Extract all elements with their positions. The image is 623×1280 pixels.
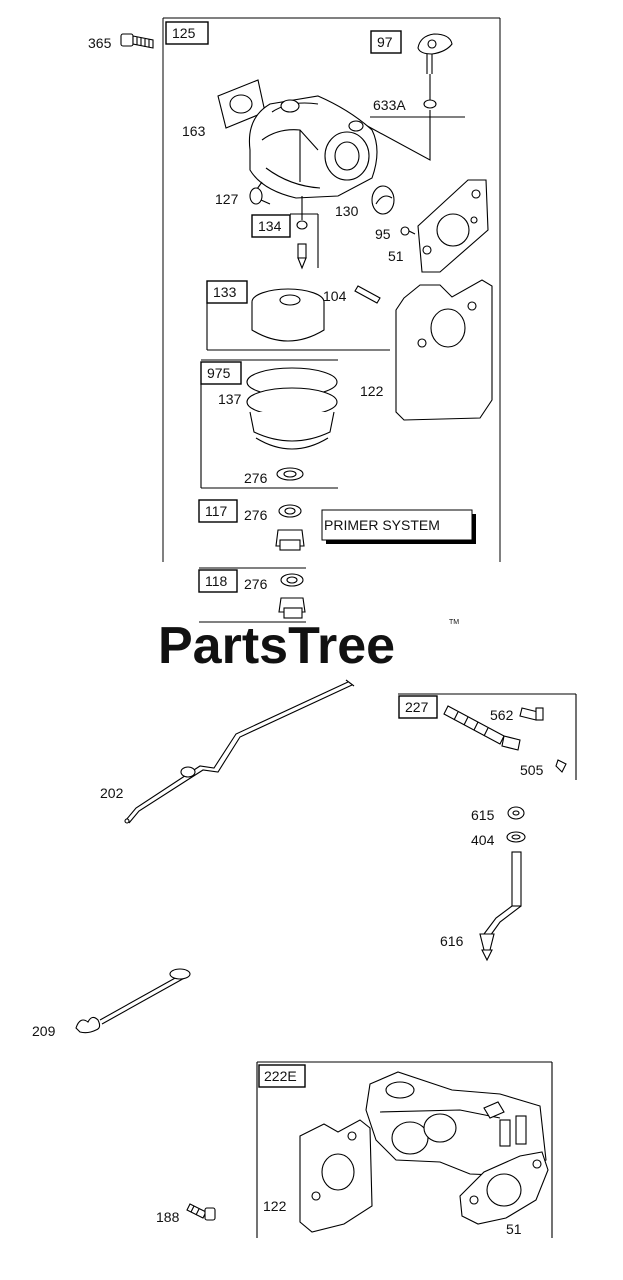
part-133-float[interactable] xyxy=(251,288,325,342)
part-505-spring[interactable] xyxy=(555,759,567,773)
part-209-governor-spring[interactable] xyxy=(75,968,191,1034)
part-118-bowl-nut[interactable] xyxy=(278,597,306,619)
part-562-screw[interactable] xyxy=(519,707,544,721)
part-51-label-lower: 51 xyxy=(506,1221,522,1237)
kit-222e-box[interactable] xyxy=(258,1064,306,1088)
part-222e-carburetor-assembly[interactable] xyxy=(365,1071,547,1177)
part-202-label: 202 xyxy=(100,785,124,801)
part-95-screw[interactable] xyxy=(400,226,416,236)
part-137-label: 137 xyxy=(218,391,242,407)
kit-975-box[interactable] xyxy=(200,361,242,385)
part-615-label: 615 xyxy=(471,807,495,823)
kit-222e-label: 222E xyxy=(264,1068,297,1084)
partstree-watermark: PartsTree xyxy=(158,617,395,675)
kit-125-frame xyxy=(162,17,501,562)
part-633a-seal[interactable] xyxy=(423,99,437,109)
part-276-washer-c[interactable] xyxy=(280,573,304,587)
kit-125-box[interactable] xyxy=(165,21,209,45)
part-130-label: 130 xyxy=(335,203,359,219)
part-276-label-b: 276 xyxy=(244,507,268,523)
part-633a-label: 633A xyxy=(373,97,406,113)
part-127-label: 127 xyxy=(215,191,239,207)
kit-227-box[interactable] xyxy=(398,695,438,719)
part-104-label: 104 xyxy=(323,288,347,304)
kit-134-label: 134 xyxy=(258,218,282,234)
primer-system-banner: PRIMER SYSTEM xyxy=(321,509,476,544)
kit-97-label: 97 xyxy=(377,34,393,50)
primer-system-text: PRIMER SYSTEM xyxy=(324,517,440,533)
part-616-label: 616 xyxy=(440,933,464,949)
part-276-label-a: 276 xyxy=(244,470,268,486)
part-95-label: 95 xyxy=(375,226,391,242)
part-188-screw[interactable] xyxy=(186,1203,216,1221)
part-227-adjusting-screw[interactable] xyxy=(443,705,521,751)
part-134-needle[interactable] xyxy=(296,220,308,270)
part-127-oring[interactable] xyxy=(249,187,263,205)
part-51-gasket-lower[interactable] xyxy=(459,1151,549,1225)
part-562-label: 562 xyxy=(490,707,514,723)
part-163-carburetor[interactable] xyxy=(217,79,378,205)
part-122-gasket-upper[interactable] xyxy=(395,279,493,421)
kit-134-box[interactable] xyxy=(251,214,291,238)
part-202-governor-link[interactable] xyxy=(124,679,355,824)
kit-227-label: 227 xyxy=(405,699,429,715)
part-163-label: 163 xyxy=(182,123,206,139)
part-122-label-upper: 122 xyxy=(360,383,384,399)
part-505-label: 505 xyxy=(520,762,544,778)
part-365-label: 365 xyxy=(88,35,112,51)
part-276-label-c: 276 xyxy=(244,576,268,592)
kit-975-label: 975 xyxy=(207,365,231,381)
part-97-primer-bulb-cover[interactable] xyxy=(417,33,453,74)
part-404-washer[interactable] xyxy=(506,831,526,843)
kit-117-box[interactable] xyxy=(198,499,238,523)
kit-97-box[interactable] xyxy=(370,30,402,54)
kit-117-label: 117 xyxy=(205,503,228,519)
part-104-pin[interactable] xyxy=(354,285,381,304)
kit-133-label: 133 xyxy=(213,284,237,300)
part-122-label-lower: 122 xyxy=(263,1198,287,1214)
watermark-trademark: TM xyxy=(449,619,459,626)
part-130-choke-plate[interactable] xyxy=(371,185,395,215)
part-276-washer-b[interactable] xyxy=(278,504,302,518)
kit-118-label: 118 xyxy=(205,573,228,589)
part-616-shaft[interactable] xyxy=(479,851,522,962)
part-117-bowl-nut[interactable] xyxy=(275,529,305,551)
part-404-label: 404 xyxy=(471,832,495,848)
part-51-gasket-upper[interactable] xyxy=(417,179,489,273)
kit-118-box[interactable] xyxy=(198,569,238,593)
part-122-gasket-lower[interactable] xyxy=(299,1119,373,1233)
part-51-label-upper: 51 xyxy=(388,248,404,264)
kit-133-box[interactable] xyxy=(206,280,248,304)
part-615-nut[interactable] xyxy=(507,806,525,820)
part-137-float-bowl[interactable] xyxy=(246,367,338,450)
part-209-label: 209 xyxy=(32,1023,56,1039)
kit-125-label: 125 xyxy=(172,25,196,41)
part-276-washer-a[interactable] xyxy=(276,467,304,481)
part-365-bolt[interactable] xyxy=(120,33,154,49)
part-188-label: 188 xyxy=(156,1209,180,1225)
